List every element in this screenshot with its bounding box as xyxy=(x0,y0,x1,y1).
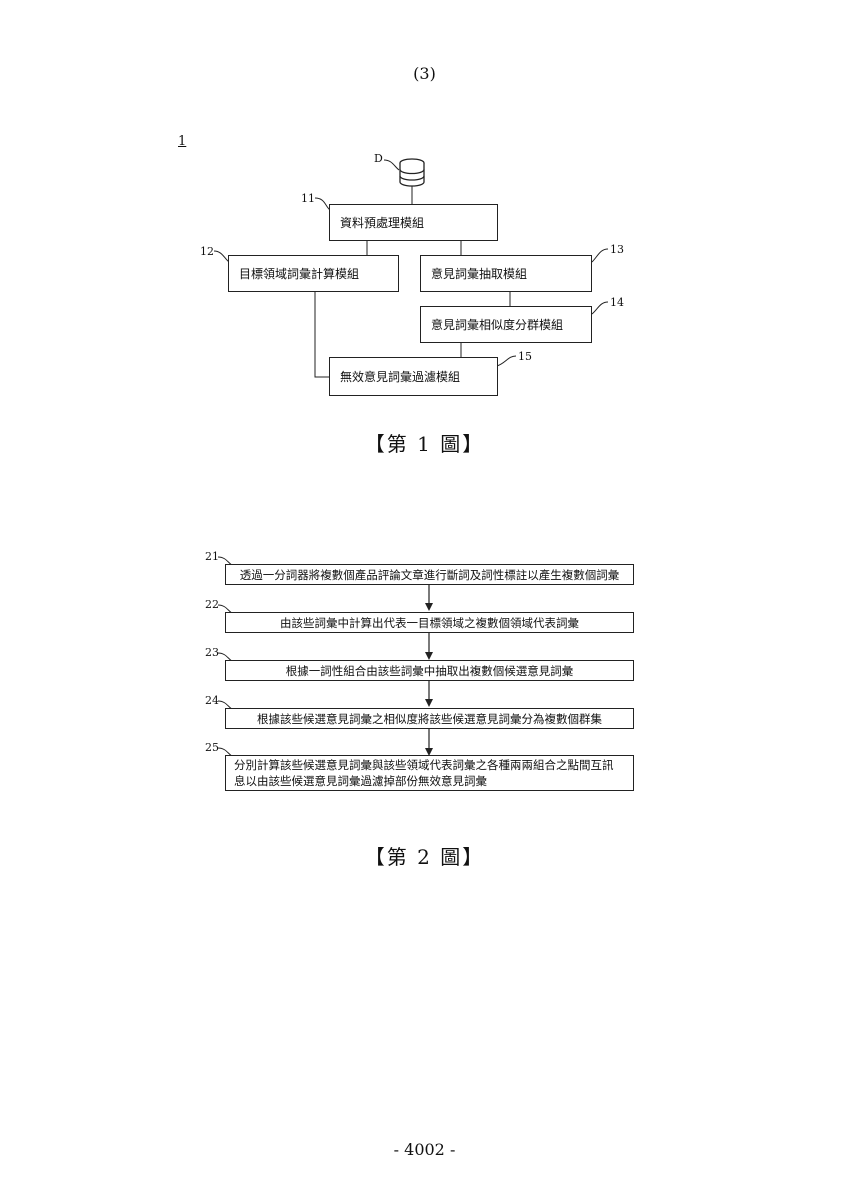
step-ref-25: 25 xyxy=(205,741,219,754)
step-segmentation: 透過一分詞器將複數個產品評論文章進行斷詞及詞性標註以產生複數個詞彙 xyxy=(225,564,634,585)
page-footer: - 4002 - xyxy=(0,1140,849,1159)
step-clustering: 根據該些候選意見詞彙之相似度將該些候選意見詞彙分為複數個群集 xyxy=(225,708,634,729)
step-pmi-filtering: 分別計算該些候選意見詞彙與該些領域代表詞彙之各種兩兩組合之點間互訊 息以由該些候… xyxy=(225,755,634,791)
step-label: 透過一分詞器將複數個產品評論文章進行斷詞及詞性標註以產生複數個詞彙 xyxy=(240,567,620,583)
step-ref-21: 21 xyxy=(205,550,219,563)
step-candidate-extraction: 根據一詞性組合由該些詞彙中抽取出複數個候選意見詞彙 xyxy=(225,660,634,681)
step-label: 根據一詞性組合由該些詞彙中抽取出複數個候選意見詞彙 xyxy=(286,663,574,679)
step-label: 根據該些候選意見詞彙之相似度將該些候選意見詞彙分為複數個群集 xyxy=(257,711,602,727)
step-label: 由該些詞彙中計算出代表一目標領域之複數個領域代表詞彙 xyxy=(280,615,579,631)
step-domain-terms: 由該些詞彙中計算出代表一目標領域之複數個領域代表詞彙 xyxy=(225,612,634,633)
step-ref-24: 24 xyxy=(205,694,219,707)
step-label-line2: 息以由該些候選意見詞彙過濾掉部份無效意見詞彙 xyxy=(234,773,614,789)
step-ref-22: 22 xyxy=(205,598,219,611)
figure2-caption: 【第 2 圖】 xyxy=(0,841,849,870)
step-label-line1: 分別計算該些候選意見詞彙與該些領域代表詞彙之各種兩兩組合之點間互訊 xyxy=(234,757,614,773)
step-ref-23: 23 xyxy=(205,646,219,659)
